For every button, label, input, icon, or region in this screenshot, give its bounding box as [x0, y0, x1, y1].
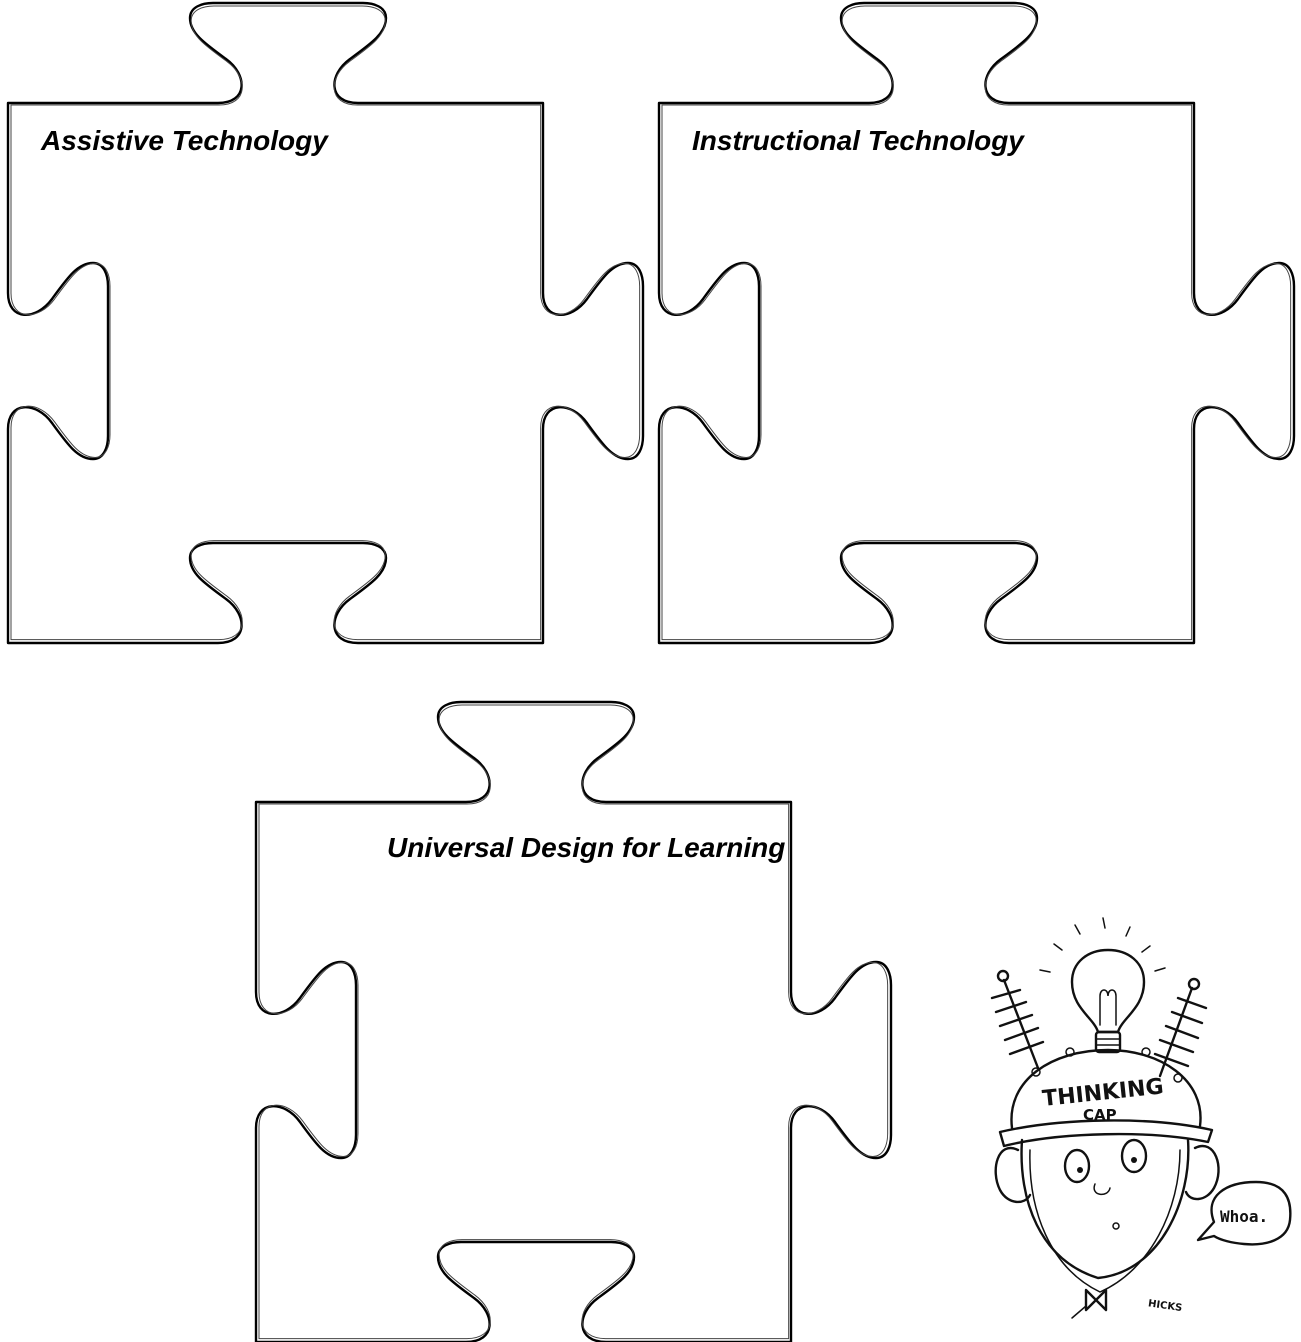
- right-antenna-icon: [1153, 977, 1208, 1078]
- speech-bubble-text: Whoa.: [1220, 1207, 1268, 1226]
- nose-icon: [1093, 1183, 1111, 1196]
- mouth-icon: [1112, 1222, 1120, 1230]
- left-antenna-icon: [990, 969, 1045, 1070]
- bow-tie-icon: [1084, 1288, 1108, 1312]
- universal-design-for-learning-title: Universal Design for Learning: [387, 832, 786, 863]
- puzzle-piece-assistive-technology: [6, 1, 645, 645]
- idea-spark-lines-icon: [1039, 917, 1166, 973]
- puzzle-piece-instructional-technology: [657, 1, 1296, 645]
- face-outline-icon: [1020, 1138, 1190, 1280]
- puzzle-piece-universal-design-for-learning: [254, 700, 893, 1342]
- thinking-cap-helmet-icon: [1010, 1048, 1202, 1130]
- thinking-cap-cartoon-illustration: THINKING CAP Whoa. HICKS: [990, 917, 1292, 1319]
- eyes-icon: [1063, 1138, 1148, 1184]
- left-ear-icon: [994, 1146, 1032, 1204]
- light-bulb-icon: [1070, 948, 1146, 1054]
- cap-label-line2: CAP: [1083, 1106, 1117, 1124]
- assistive-technology-title: Assistive Technology: [41, 125, 328, 156]
- right-ear-icon: [1184, 1144, 1220, 1201]
- speech-bubble: Whoa.: [1196, 1180, 1292, 1246]
- chin-strap-icon: [1029, 1149, 1181, 1293]
- instructional-technology-title: Instructional Technology: [692, 125, 1024, 156]
- artist-signature: HICKS: [1147, 1298, 1183, 1314]
